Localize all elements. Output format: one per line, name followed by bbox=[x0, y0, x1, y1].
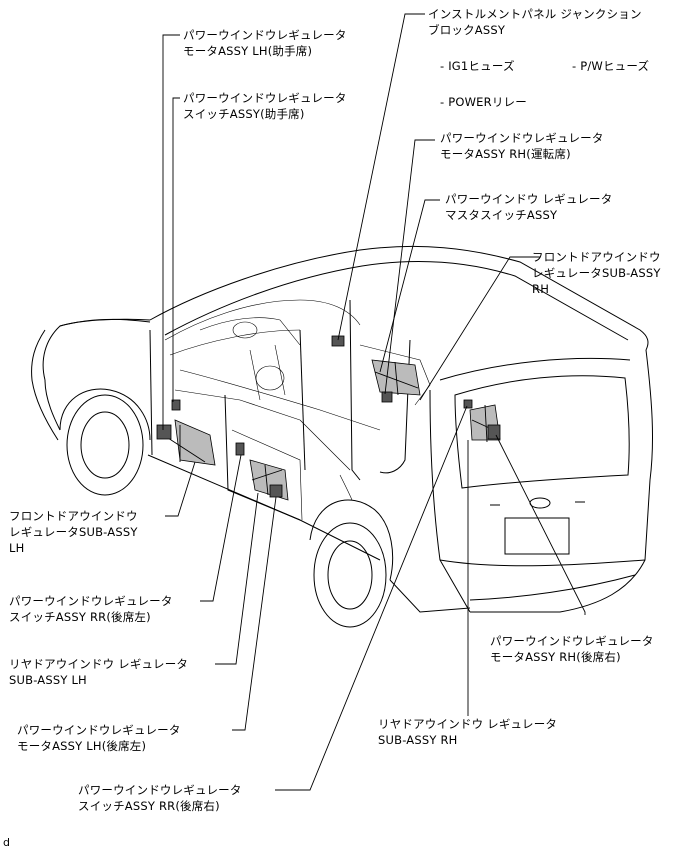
label-switch-lh-front-line1: パワーウインドウレギュレータ bbox=[183, 91, 347, 105]
label-switch-rr-left-line1: パワーウインドウレギュレータ bbox=[9, 594, 173, 608]
label-switch-rr-right-line2: スイッチASSY RR(後席右) bbox=[78, 799, 220, 813]
label-front-regulator-lh-line2: レギュレータSUB-ASSY bbox=[9, 525, 138, 539]
label-switch-rr-right-line1: パワーウインドウレギュレータ bbox=[78, 783, 242, 797]
fuse-pw-text: - P/Wヒューズ bbox=[572, 59, 650, 73]
label-master-switch: パワーウインドウ レギュレータ マスタスイッチASSY bbox=[445, 191, 612, 223]
leader-lines bbox=[162, 13, 586, 791]
label-switch-lh-front: パワーウインドウレギュレータ スイッチASSY(助手席) bbox=[183, 90, 347, 122]
label-fuse-ig1: - IG1ヒューズ bbox=[440, 58, 515, 74]
label-motor-lh-rear-line1: パワーウインドウレギュレータ bbox=[17, 723, 181, 737]
label-motor-lh-front: パワーウインドウレギュレータ モータASSY LH(助手席) bbox=[183, 27, 347, 59]
label-rear-regulator-rh: リヤドアウインドウ レギュレータ SUB-ASSY RH bbox=[378, 716, 557, 748]
label-motor-lh-rear: パワーウインドウレギュレータ モータASSY LH(後席左) bbox=[17, 722, 181, 754]
rear-regulator-lh-part bbox=[249, 459, 289, 501]
label-switch-rr-left-line2: スイッチASSY RR(後席左) bbox=[9, 610, 151, 624]
label-rear-regulator-lh-line2: SUB-ASSY LH bbox=[9, 673, 87, 687]
label-rear-regulator-lh: リヤドアウインドウ レギュレータ SUB-ASSY LH bbox=[9, 656, 188, 688]
label-motor-lh-front-line2: モータASSY LH(助手席) bbox=[183, 44, 313, 58]
label-rear-regulator-lh-line1: リヤドアウインドウ レギュレータ bbox=[9, 657, 189, 671]
label-junction-block: インストルメントパネル ジャンクション ブロックASSY bbox=[428, 6, 642, 38]
label-junction-block-line1: インストルメントパネル ジャンクション bbox=[428, 7, 642, 21]
front-regulator-lh-part bbox=[156, 419, 216, 466]
label-switch-lh-front-line2: スイッチASSY(助手席) bbox=[183, 107, 305, 121]
label-junction-block-line2: ブロックASSY bbox=[428, 23, 506, 37]
label-front-regulator-lh-line1: フロントドアウインドウ bbox=[9, 509, 138, 523]
label-front-regulator-lh: フロントドアウインドウ レギュレータSUB-ASSY LH bbox=[9, 508, 138, 556]
label-motor-rh-rear-line1: パワーウインドウレギュレータ bbox=[490, 634, 654, 648]
label-switch-rr-left: パワーウインドウレギュレータ スイッチASSY RR(後席左) bbox=[9, 593, 173, 625]
label-front-regulator-rh-line1: フロントドアウインドウ bbox=[532, 250, 661, 264]
label-front-regulator-rh: フロントドアウインドウ レギュレータSUB-ASSY RH bbox=[532, 249, 661, 297]
label-relay-power: - POWERリレー bbox=[440, 94, 527, 110]
corner-mark: d bbox=[3, 836, 10, 849]
label-motor-rh-rear: パワーウインドウレギュレータ モータASSY RH(後席右) bbox=[490, 633, 654, 665]
fuse-ig1-text: - IG1ヒューズ bbox=[440, 59, 515, 73]
switch-rr-left-part bbox=[235, 442, 245, 456]
label-switch-rr-right: パワーウインドウレギュレータ スイッチASSY RR(後席右) bbox=[78, 782, 242, 814]
label-front-regulator-lh-line3: LH bbox=[9, 541, 25, 555]
relay-power-text: - POWERリレー bbox=[440, 95, 527, 109]
label-master-switch-line2: マスタスイッチASSY bbox=[445, 208, 558, 222]
label-rear-regulator-rh-line2: SUB-ASSY RH bbox=[378, 733, 458, 747]
label-motor-rh-front: パワーウインドウレギュレータ モータASSY RH(運転席) bbox=[440, 130, 604, 162]
vehicle-body bbox=[31, 245, 654, 628]
label-front-regulator-rh-line2: レギュレータSUB-ASSY bbox=[532, 266, 661, 280]
label-fuse-pw: - P/Wヒューズ bbox=[572, 58, 649, 74]
front-regulator-rh-part bbox=[331, 335, 421, 403]
label-master-switch-line1: パワーウインドウ レギュレータ bbox=[445, 192, 613, 206]
label-front-regulator-rh-line3: RH bbox=[532, 282, 550, 296]
label-motor-rh-front-line2: モータASSY RH(運転席) bbox=[440, 147, 571, 161]
label-motor-rh-front-line1: パワーウインドウレギュレータ bbox=[440, 131, 604, 145]
label-motor-lh-front-line1: パワーウインドウレギュレータ bbox=[183, 28, 347, 42]
rear-regulator-rh-part bbox=[463, 399, 501, 443]
label-motor-lh-rear-line2: モータASSY LH(後席左) bbox=[17, 739, 147, 753]
label-rear-regulator-rh-line1: リヤドアウインドウ レギュレータ bbox=[378, 717, 558, 731]
label-motor-rh-rear-line2: モータASSY RH(後席右) bbox=[490, 650, 621, 664]
switch-lh-front-part bbox=[171, 399, 181, 411]
